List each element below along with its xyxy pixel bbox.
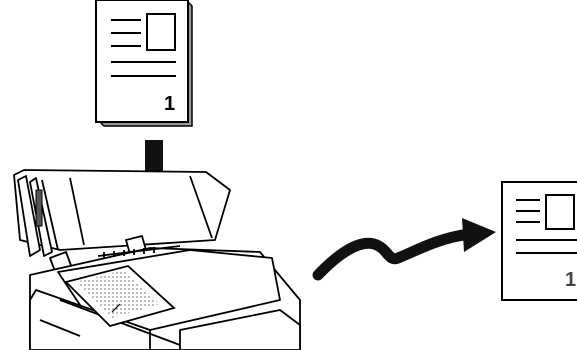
copy-page-number: 1 <box>565 269 576 291</box>
copier-scanner <box>14 170 300 350</box>
output-copy-document: 1 <box>502 182 577 304</box>
original-page-number: 1 <box>164 93 175 115</box>
original-document: 1 <box>96 0 192 126</box>
curved-arrow-icon <box>318 218 496 275</box>
